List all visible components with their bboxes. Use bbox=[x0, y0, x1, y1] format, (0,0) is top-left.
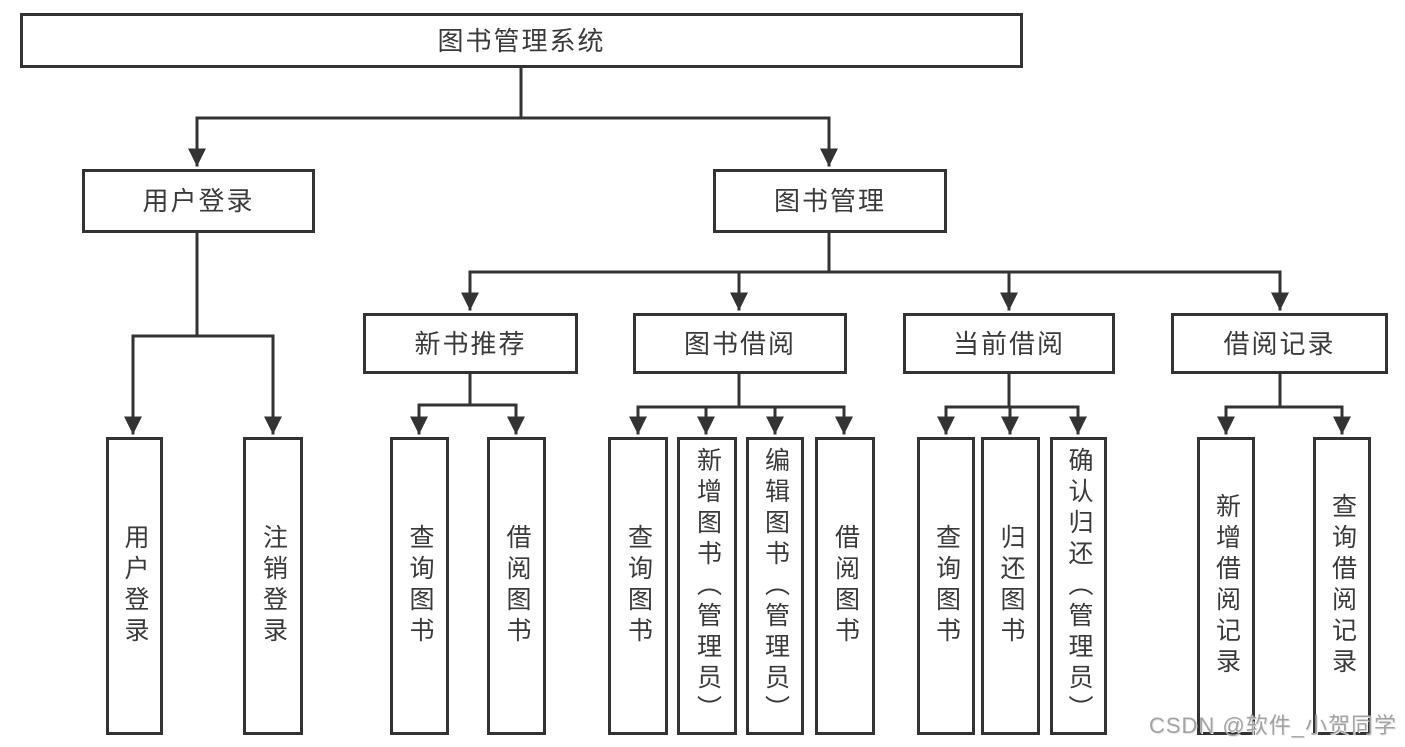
node-leaf-query-books-recommend: 查询图书 bbox=[390, 437, 449, 735]
edge-book-management-children bbox=[461, 231, 1289, 311]
node-root-library-management-system: 图书管理系统 bbox=[20, 13, 1023, 68]
node-current-borrow: 当前借阅 bbox=[903, 313, 1115, 374]
node-leaf-edit-book-admin: 编辑图书（管理员） bbox=[746, 437, 804, 735]
node-leaf-return-book: 归还图书 bbox=[981, 437, 1040, 735]
edge-user-login-children bbox=[124, 231, 282, 435]
edge-root-to-level2 bbox=[188, 66, 838, 167]
node-user-login: 用户登录 bbox=[82, 169, 315, 233]
edge-borrow-records-children bbox=[1217, 372, 1351, 435]
node-leaf-confirm-return-admin: 确认归还（管理员） bbox=[1050, 437, 1107, 735]
edge-new-book-children bbox=[410, 372, 525, 435]
node-book-borrow: 图书借阅 bbox=[633, 313, 847, 374]
node-borrow-records: 借阅记录 bbox=[1171, 313, 1388, 374]
node-leaf-query-books-current: 查询图书 bbox=[917, 437, 975, 735]
node-leaf-query-books-borrow: 查询图书 bbox=[608, 437, 668, 735]
node-leaf-logout: 注销登录 bbox=[243, 437, 303, 735]
node-leaf-add-borrow-record: 新增借阅记录 bbox=[1197, 437, 1255, 735]
node-leaf-borrow-books: 借阅图书 bbox=[815, 437, 875, 735]
node-leaf-add-book-admin: 新增图书（管理员） bbox=[677, 437, 737, 735]
csdn-watermark: CSDN @软件_小贺同学 bbox=[1148, 713, 1397, 738]
node-new-book-recommend: 新书推荐 bbox=[363, 313, 578, 374]
node-leaf-user-login: 用户登录 bbox=[106, 437, 163, 735]
node-leaf-query-borrow-record: 查询借阅记录 bbox=[1313, 437, 1371, 735]
node-leaf-borrow-books-recommend: 借阅图书 bbox=[487, 437, 546, 735]
edge-book-borrow-children bbox=[629, 372, 853, 435]
edge-current-borrow-children bbox=[937, 372, 1087, 435]
node-book-management: 图书管理 bbox=[713, 169, 947, 233]
